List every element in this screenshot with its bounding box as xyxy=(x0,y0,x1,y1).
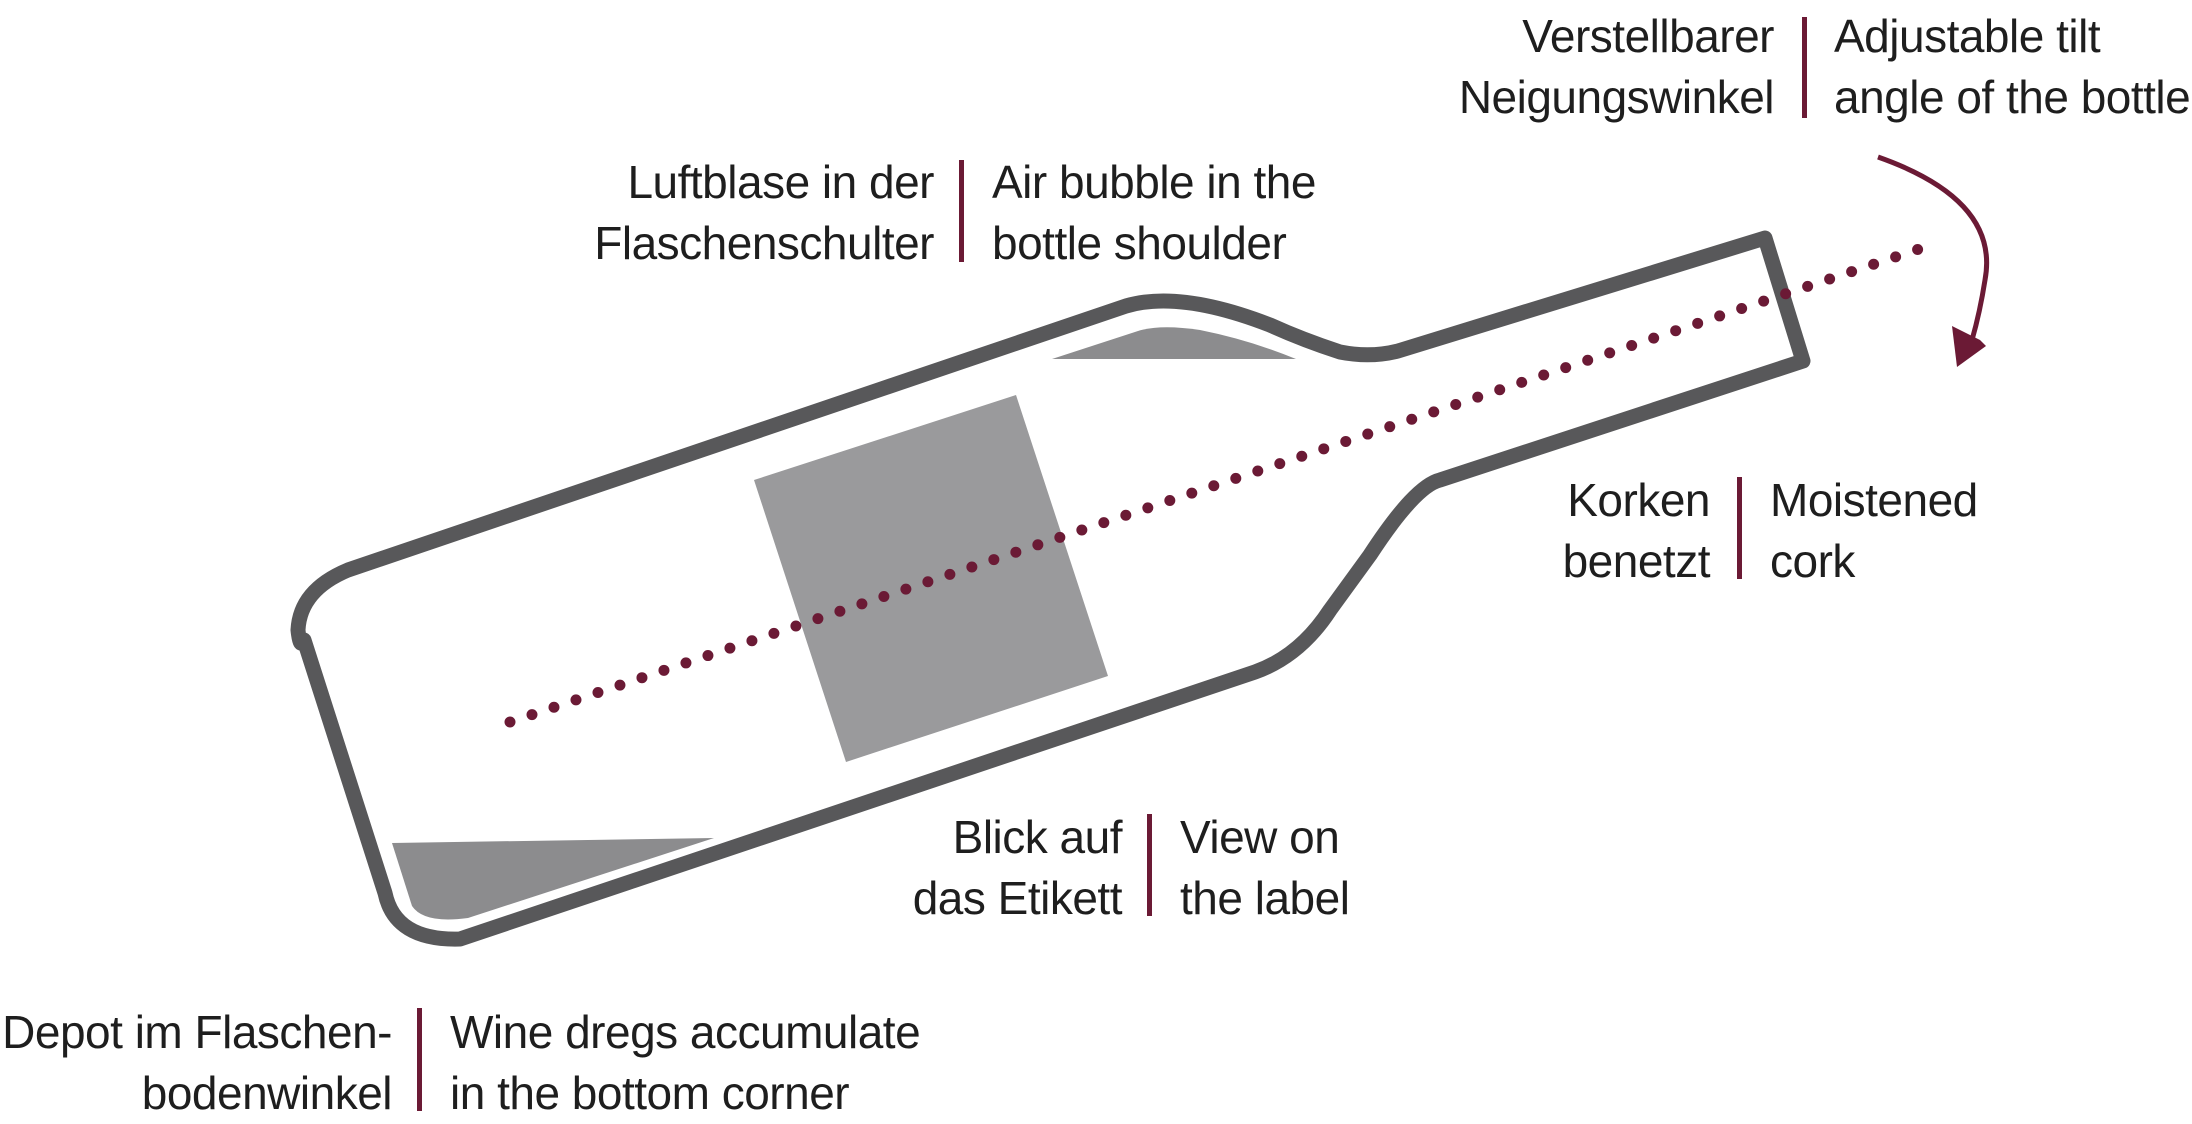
cork-de-line-2: benetzt xyxy=(1563,531,1710,592)
bubble-label-de: Luftblase in der Flaschenschulter xyxy=(594,152,934,274)
tilt-de-line-2: Neigungswinkel xyxy=(1459,67,1774,128)
dregs-label-de: Depot im Flaschen- bodenwinkel xyxy=(2,1002,392,1124)
dregs-de-line-1: Depot im Flaschen- xyxy=(2,1002,392,1063)
bubble-en-line-2: bottle shoulder xyxy=(992,213,1316,274)
tilt-label-en: Adjustable tilt angle of the bottle xyxy=(1834,6,2190,128)
tilt-arrow-curve xyxy=(1878,157,1987,340)
dregs-en-line-2: in the bottom corner xyxy=(450,1063,920,1124)
label-en-line-2: the label xyxy=(1180,868,1349,929)
label-de-line-2: das Etikett xyxy=(913,868,1122,929)
dregs-label-en: Wine dregs accumulate in the bottom corn… xyxy=(450,1002,920,1124)
cork-separator xyxy=(1737,477,1742,579)
bubble-de-line-1: Luftblase in der xyxy=(594,152,934,213)
tilt-label-de: Verstellbarer Neigungswinkel xyxy=(1459,6,1774,128)
bubble-de-line-2: Flaschenschulter xyxy=(594,213,934,274)
cork-en-line-1: Moistened xyxy=(1770,470,1978,531)
bubble-label-en: Air bubble in the bottle shoulder xyxy=(992,152,1316,274)
dregs-en-line-1: Wine dregs accumulate xyxy=(450,1002,920,1063)
tilt-en-line-1: Adjustable tilt xyxy=(1834,6,2190,67)
tilt-axis xyxy=(510,247,1925,722)
tilt-separator xyxy=(1802,17,1807,118)
tilt-en-line-2: angle of the bottle xyxy=(1834,67,2190,128)
label-separator xyxy=(1147,814,1152,916)
label-en-line-1: View on xyxy=(1180,807,1349,868)
tilt-de-line-1: Verstellbarer xyxy=(1459,6,1774,67)
bubble-separator xyxy=(959,160,964,262)
cork-label-en: Moistened cork xyxy=(1770,470,1978,592)
bubble-en-line-1: Air bubble in the xyxy=(992,152,1316,213)
label-view-en: View on the label xyxy=(1180,807,1349,929)
label-de-line-1: Blick auf xyxy=(913,807,1122,868)
cork-en-line-2: cork xyxy=(1770,531,1978,592)
cork-label-de: Korken benetzt xyxy=(1563,470,1710,592)
cork-de-line-1: Korken xyxy=(1563,470,1710,531)
label-view-de: Blick auf das Etikett xyxy=(913,807,1122,929)
dregs-de-line-2: bodenwinkel xyxy=(2,1063,392,1124)
dregs-separator xyxy=(417,1008,422,1111)
tilt-arrow-head xyxy=(1952,326,1986,367)
air-bubble xyxy=(1052,327,1296,359)
